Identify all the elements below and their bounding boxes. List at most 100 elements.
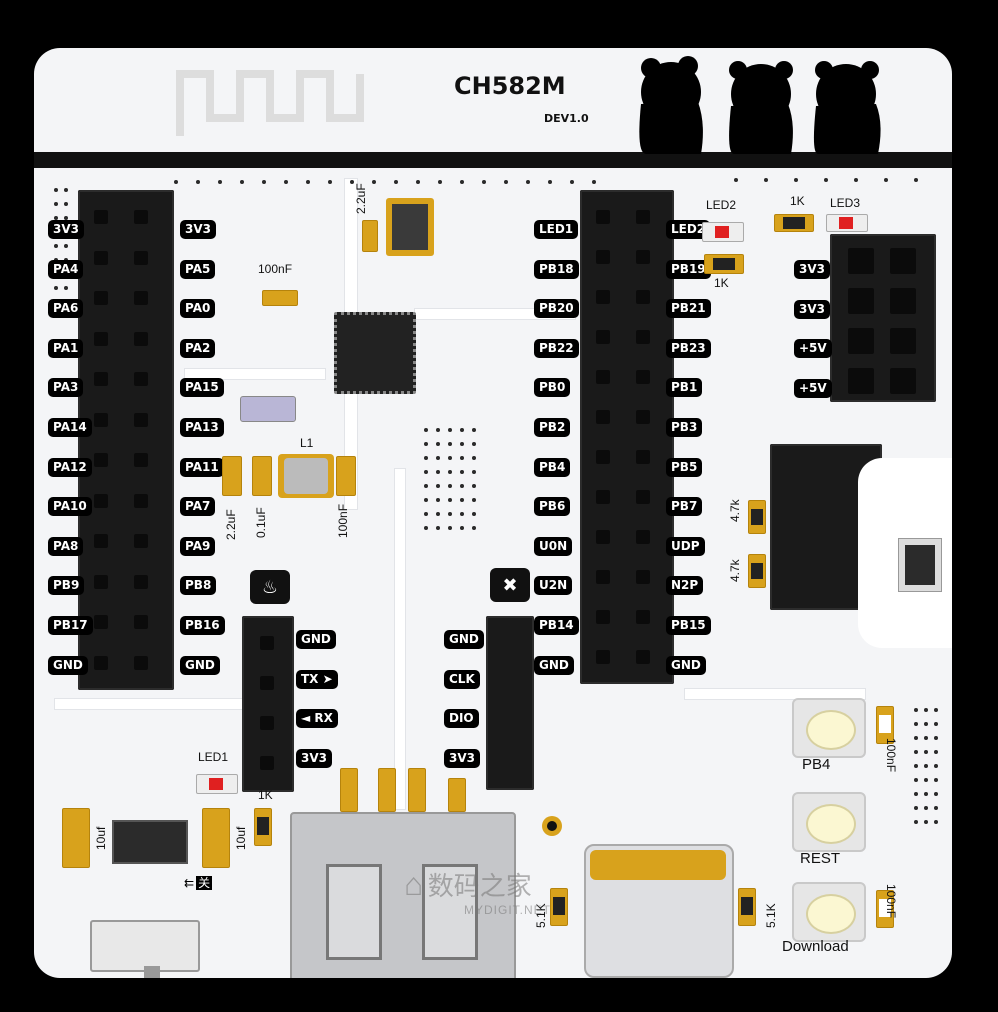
reset-button[interactable] bbox=[792, 792, 866, 852]
pin-label: PA4 bbox=[48, 259, 84, 279]
header-pin bbox=[94, 574, 108, 589]
download-button[interactable] bbox=[792, 882, 866, 942]
header-pin bbox=[134, 291, 148, 305]
tools-icon: ✖ bbox=[490, 568, 530, 602]
via bbox=[824, 178, 828, 182]
pin-label: PB6 bbox=[534, 497, 571, 517]
pb4-button[interactable] bbox=[792, 698, 866, 758]
pin-label: PB5 bbox=[666, 457, 703, 477]
via bbox=[438, 180, 442, 184]
header-pin bbox=[848, 248, 874, 274]
home-icon: ⌂ bbox=[404, 866, 424, 902]
via bbox=[424, 484, 428, 488]
via bbox=[436, 498, 440, 502]
pin-label: 3V3 bbox=[444, 748, 480, 768]
via bbox=[924, 806, 928, 810]
cap-100nf-label: 100nF bbox=[258, 262, 293, 276]
via bbox=[394, 180, 398, 184]
via bbox=[64, 286, 68, 290]
header-pin bbox=[260, 636, 274, 650]
capacitor-100nf bbox=[876, 706, 894, 744]
via bbox=[306, 180, 310, 184]
via bbox=[448, 428, 452, 432]
header-pin bbox=[134, 493, 148, 508]
pin-label: DIO bbox=[444, 709, 479, 729]
pin-label: PB16 bbox=[180, 616, 225, 635]
pin-label: U2N bbox=[534, 576, 573, 596]
trace bbox=[54, 698, 256, 710]
via bbox=[914, 806, 918, 810]
via bbox=[460, 512, 464, 516]
pin-label: 3V3 bbox=[180, 220, 216, 239]
pin-label: GND bbox=[666, 655, 706, 675]
pin-label: PA14 bbox=[48, 418, 92, 437]
usb-a-pin bbox=[340, 768, 358, 812]
header-pin bbox=[260, 676, 274, 690]
header-pin bbox=[94, 291, 108, 305]
via bbox=[914, 708, 918, 712]
via bbox=[196, 180, 200, 184]
header-pin bbox=[890, 288, 916, 314]
resistor-5.1k bbox=[550, 888, 568, 926]
via bbox=[472, 456, 476, 460]
pin-label: PA7 bbox=[180, 497, 216, 517]
via bbox=[64, 244, 68, 248]
usb-a-pin bbox=[408, 768, 426, 812]
via bbox=[924, 708, 928, 712]
header-pin bbox=[134, 412, 148, 427]
header-pin bbox=[636, 250, 650, 264]
resistor-4.7k bbox=[748, 500, 766, 534]
power-slide-switch[interactable] bbox=[90, 920, 200, 972]
cap-100nf-label: 100nF bbox=[336, 503, 350, 538]
pin-label: PB21 bbox=[666, 299, 711, 319]
header-pin bbox=[134, 534, 148, 548]
ch582m-mcu-chip bbox=[334, 312, 416, 394]
pin-label: PB1 bbox=[666, 378, 703, 398]
cap-0.1uf-label: 0.1uF bbox=[254, 507, 268, 538]
pin-label: PB3 bbox=[666, 418, 703, 437]
via bbox=[934, 708, 938, 712]
via bbox=[64, 188, 68, 192]
via bbox=[472, 442, 476, 446]
pin-label: PB15 bbox=[666, 616, 711, 635]
via bbox=[240, 180, 244, 184]
via bbox=[262, 180, 266, 184]
via bbox=[924, 736, 928, 740]
via bbox=[914, 178, 918, 182]
header-pin bbox=[134, 574, 148, 589]
via bbox=[526, 180, 530, 184]
trace bbox=[394, 468, 406, 810]
pin-label: GND bbox=[296, 630, 336, 649]
mounting-hole bbox=[542, 816, 562, 836]
via bbox=[934, 778, 938, 782]
cap-2.2uf-label: 2.2uF bbox=[224, 509, 238, 540]
header-pin bbox=[596, 250, 610, 264]
switch-off-icon: ⇇关 bbox=[184, 876, 213, 890]
via bbox=[424, 442, 428, 446]
slide-switch-knob[interactable] bbox=[144, 966, 160, 978]
via bbox=[54, 286, 58, 290]
header-pin bbox=[636, 370, 650, 384]
header-pin bbox=[260, 756, 274, 770]
via bbox=[504, 180, 508, 184]
pin-label: GND bbox=[444, 630, 484, 649]
pin-label: PB17 bbox=[48, 616, 93, 635]
via bbox=[764, 178, 768, 182]
via bbox=[924, 820, 928, 824]
u4-label: U4 bbox=[950, 562, 952, 578]
via bbox=[460, 498, 464, 502]
via bbox=[460, 428, 464, 432]
via bbox=[934, 736, 938, 740]
crystal-oscillator bbox=[240, 396, 296, 422]
resistor-1k-label: 1K bbox=[258, 788, 273, 802]
header-pin bbox=[94, 210, 108, 224]
pin-label: PB8 bbox=[180, 576, 217, 596]
via bbox=[350, 180, 354, 184]
header-pin bbox=[636, 330, 650, 344]
header-pin bbox=[596, 570, 610, 584]
watermark-primary: 数码之家 bbox=[427, 871, 532, 901]
header-pin bbox=[596, 530, 610, 544]
ldo-pins bbox=[120, 796, 176, 818]
resistor-1k bbox=[254, 808, 272, 846]
via bbox=[924, 792, 928, 796]
